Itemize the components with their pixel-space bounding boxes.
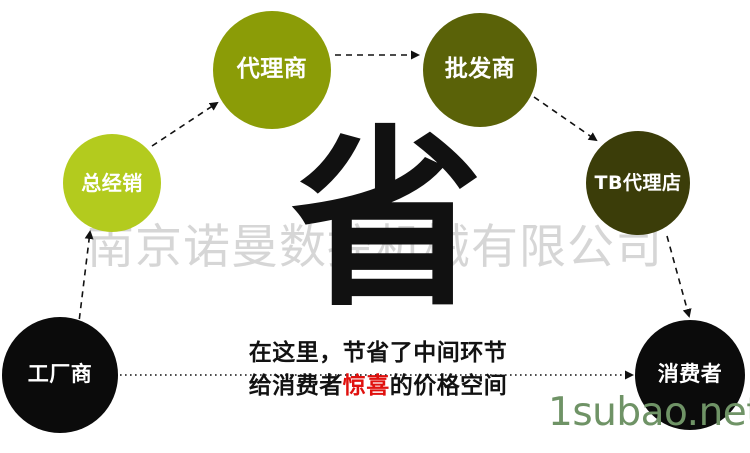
node-general-distributor-label: 总经销 (81, 171, 143, 195)
node-wholesaler-label: 批发商 (444, 56, 516, 83)
node-agent-label: 代理商 (236, 56, 308, 83)
connector-tb-store-to-consumer (666, 235, 692, 318)
node-general-distributor[interactable]: 总经销 (63, 134, 161, 232)
node-consumer[interactable]: 消费者 (635, 320, 745, 430)
connector-wholesaler-to-tb-store (533, 96, 598, 142)
node-factory-label: 工厂商 (27, 362, 93, 387)
node-agent[interactable]: 代理商 (213, 11, 331, 129)
node-tb-agent-store-label: TB代理店 (594, 171, 682, 194)
connector-factory-to-general-agent (77, 230, 94, 331)
node-factory[interactable]: 工厂商 (2, 317, 118, 433)
connector-general-agent-to-agent (151, 101, 219, 147)
node-wholesaler[interactable]: 批发商 (423, 13, 537, 127)
node-consumer-label: 消费者 (657, 362, 723, 387)
node-tb-agent-store[interactable]: TB代理店 (586, 131, 690, 235)
